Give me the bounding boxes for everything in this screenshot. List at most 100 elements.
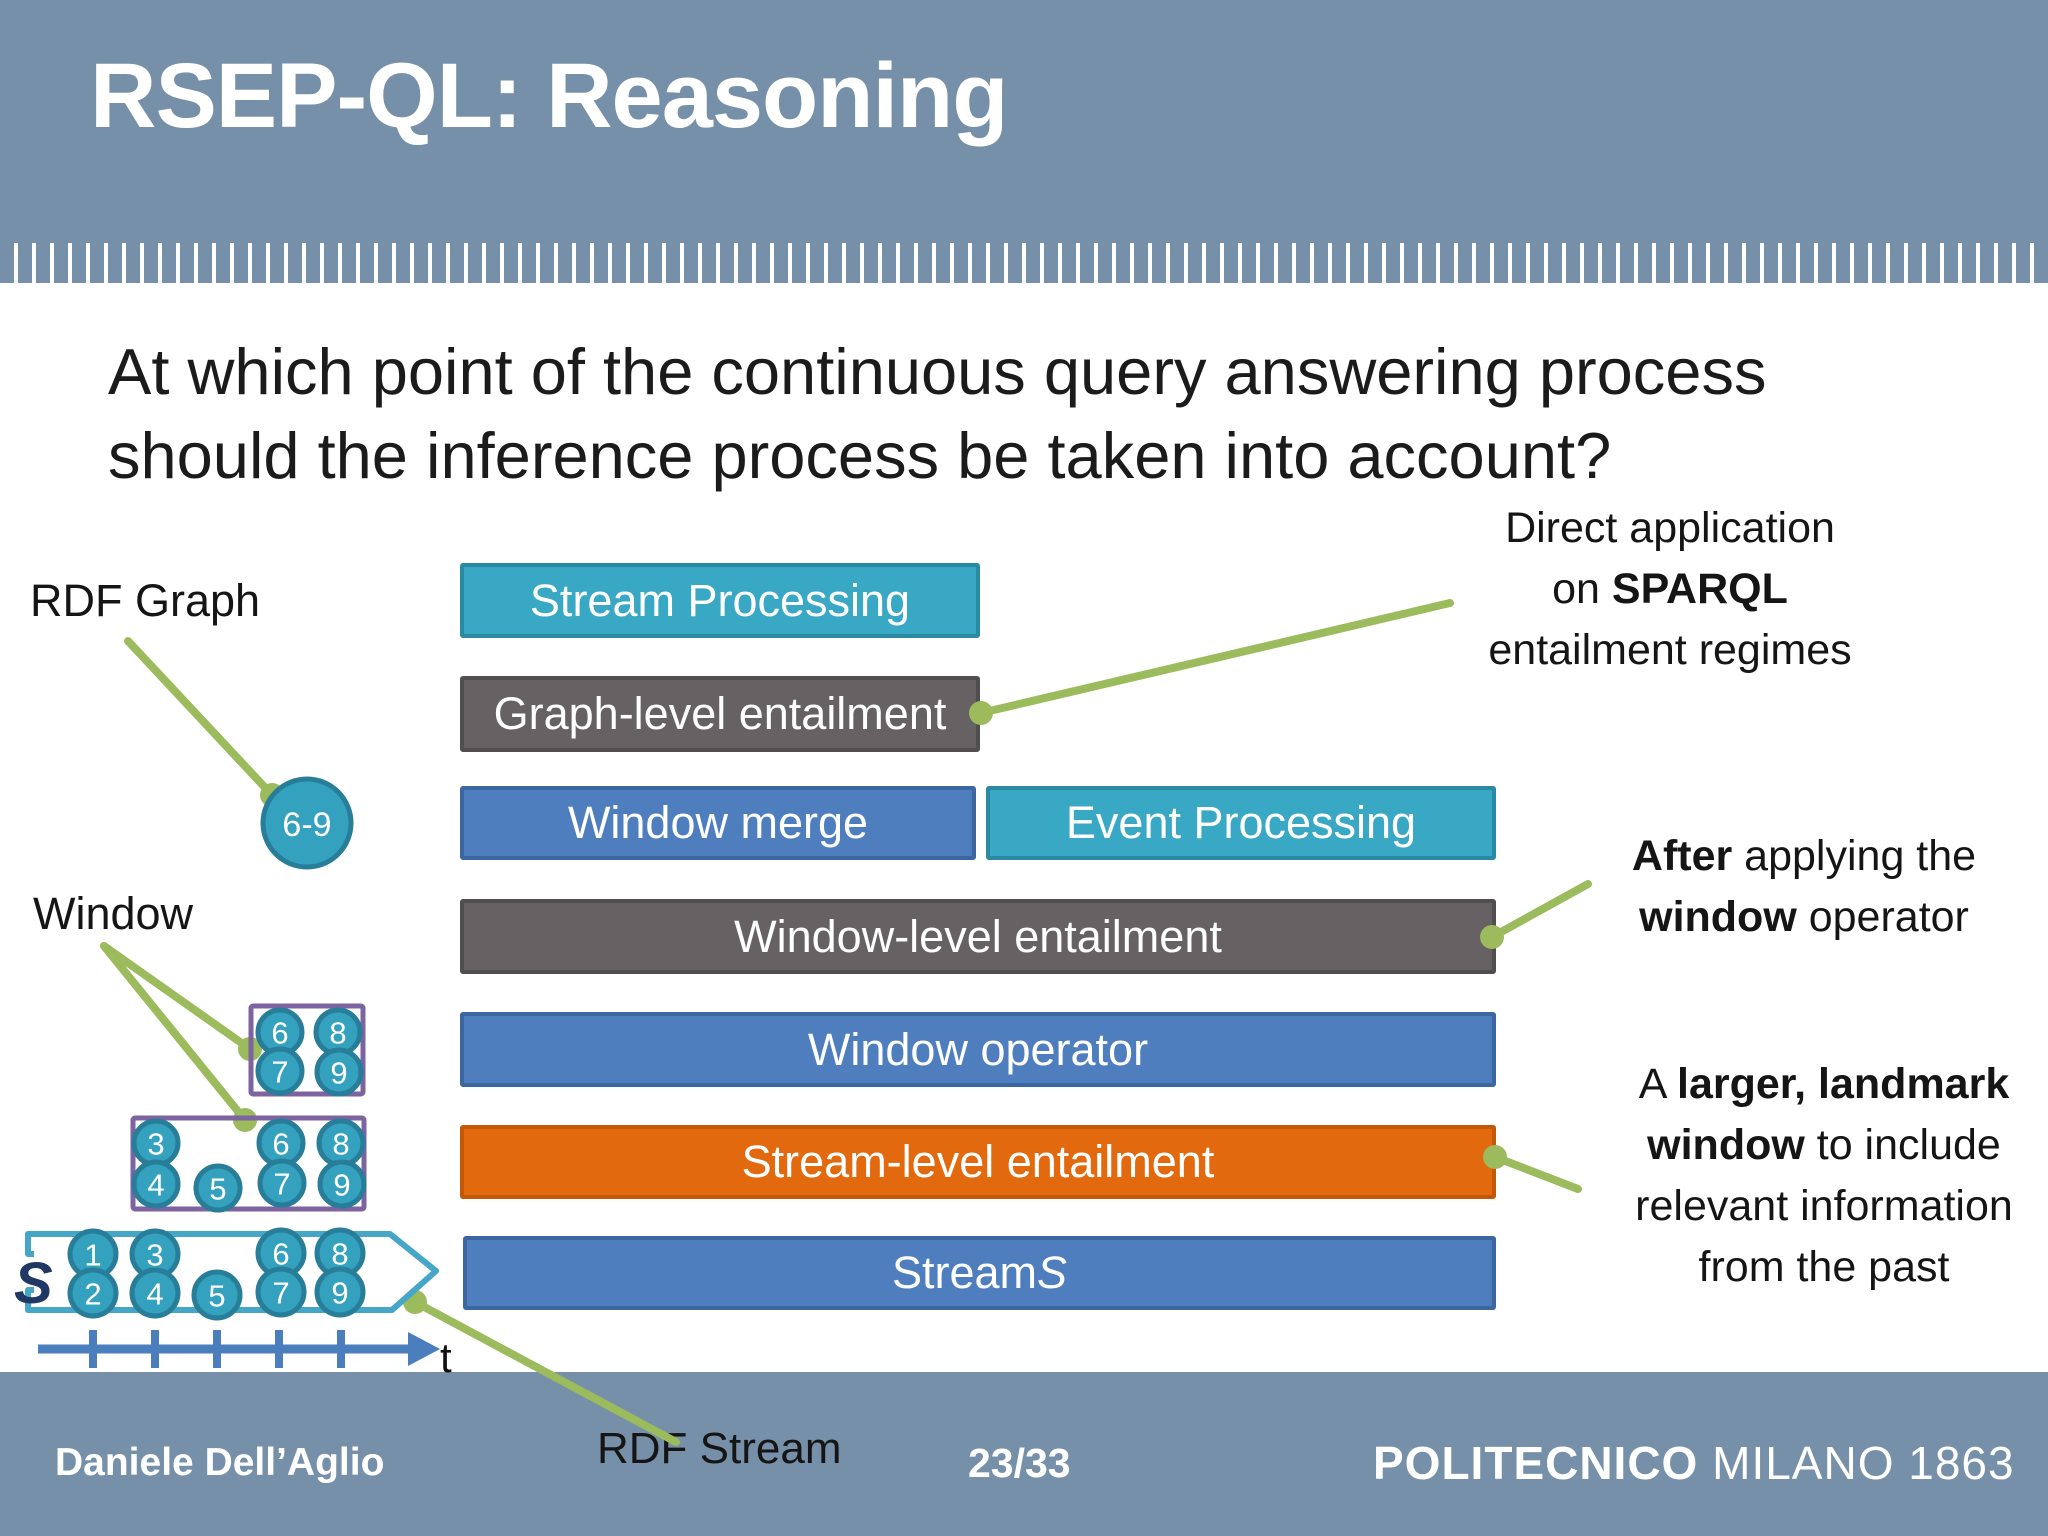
window1-node — [255, 1007, 305, 1057]
connector-window-1 — [100, 942, 254, 1053]
rdf-stream-label: RDF Stream — [597, 1424, 842, 1473]
annotation-after-line1: After applying the — [1560, 826, 2048, 887]
stream-node — [255, 1227, 307, 1279]
slide-header: RSEP-QL: Reasoning — [0, 0, 2048, 283]
annotation-direct-line1: Direct application — [1505, 504, 1835, 552]
event-processing-box: Event Processing — [986, 786, 1496, 860]
stream-level-entailment-box: Stream-level entailment — [460, 1125, 1496, 1199]
stream-s-variable: S — [1037, 1247, 1068, 1298]
stream-node-label: 7 — [272, 1276, 289, 1311]
logo-light-part: MILANO 1863 — [1698, 1437, 2015, 1489]
window1-node-label: 9 — [330, 1056, 347, 1091]
timeline-arrowhead — [408, 1332, 440, 1366]
window2-node-label: 9 — [333, 1168, 350, 1203]
window1-node-label: 8 — [329, 1016, 346, 1051]
window2-node-label: 3 — [147, 1127, 164, 1162]
question-text: At which point of the continuous query a… — [108, 330, 1958, 498]
window1-node-label: 7 — [271, 1055, 288, 1090]
footer-page-number: 23/33 — [968, 1440, 1071, 1486]
stream-node — [314, 1227, 366, 1279]
window2-node — [316, 1118, 366, 1168]
window2-node-label: 6 — [272, 1127, 289, 1162]
annotation-landmark-line2-rest: to include — [1804, 1121, 2001, 1169]
annotation-after-window: After applying the window operator — [1560, 826, 2048, 948]
slide-footer — [0, 1372, 2048, 1536]
annotation-direct-line2-pre: on — [1552, 565, 1612, 613]
stream-node-label: 9 — [331, 1276, 348, 1311]
stream-node — [67, 1267, 119, 1319]
stream-node-label: 5 — [208, 1279, 225, 1314]
stream-node-label: 1 — [84, 1238, 101, 1273]
question-line-2: should the inference process be taken in… — [108, 419, 1612, 492]
stream-node-label: 3 — [146, 1238, 163, 1273]
annotation-after-line1-bold: After — [1631, 832, 1733, 880]
annotation-landmark-line1-bold: larger, landmark — [1677, 1060, 2010, 1108]
window2-node-label: 8 — [332, 1127, 349, 1162]
connector-stream-entailment — [1491, 1153, 1582, 1193]
window-box-2 — [130, 1115, 367, 1212]
stream-node-label: 8 — [331, 1237, 348, 1272]
window2-node — [131, 1118, 181, 1168]
connector-window-2-dot — [233, 1108, 257, 1132]
annotation-after-line2-rest: operator — [1796, 893, 1969, 941]
window2-node — [131, 1159, 181, 1209]
window-label: Window — [33, 888, 194, 939]
annotation-landmark-line2-bold: window — [1647, 1121, 1805, 1169]
annotation-landmark-line3: relevant information — [1635, 1182, 2013, 1230]
logo-bold-part: POLITECNICO — [1373, 1437, 1699, 1489]
window2-node — [256, 1118, 306, 1168]
annotation-landmark-line2: window to include — [1600, 1115, 2048, 1176]
annotation-landmark-line1: A larger, landmark — [1600, 1054, 2048, 1115]
stream-node — [314, 1266, 366, 1318]
stream-s-box: Stream S — [463, 1236, 1496, 1310]
annotation-landmark-line1-pre: A — [1638, 1060, 1678, 1108]
annotation-after-line2: window operator — [1560, 887, 2048, 948]
rdf-graph-node-label: 6-9 — [282, 806, 331, 844]
stream-node — [191, 1269, 243, 1321]
connector-rdf-graph — [124, 637, 276, 799]
decorative-tick-band — [0, 243, 2048, 283]
window2-node-label: 7 — [273, 1167, 290, 1202]
rdf-graph-node-circle — [260, 776, 354, 870]
stream-node — [129, 1267, 181, 1319]
annotation-direct-line3: entailment regimes — [1488, 626, 1852, 674]
question-line-1: At which point of the continuous query a… — [108, 335, 1767, 408]
connector-window-2 — [100, 942, 249, 1124]
connector-window-1-dot — [238, 1037, 262, 1061]
window-merge-box: Window merge — [460, 786, 976, 860]
window-level-entailment-box: Window-level entailment — [460, 899, 1496, 974]
window-operator-box: Window operator — [460, 1012, 1496, 1087]
window2-node — [317, 1159, 367, 1209]
stream-symbol: S — [14, 1251, 53, 1316]
annotation-landmark-line4: from the past — [1698, 1243, 1950, 1291]
annotation-after-line2-bold: window — [1639, 893, 1797, 941]
window2-node-label: 5 — [209, 1172, 226, 1207]
annotation-direct-line2: on SPARQL — [1450, 559, 1890, 620]
stream-arrow-outline — [25, 1231, 439, 1313]
window2-node — [257, 1158, 307, 1208]
connector-rdf-graph-dot — [260, 783, 284, 807]
annotation-direct-application: Direct application on SPARQL entailment … — [1450, 498, 1890, 681]
footer-author: Daniele Dell’Aglio — [55, 1441, 385, 1484]
rdf-graph-label: RDF Graph — [30, 575, 261, 626]
stream-node — [255, 1266, 307, 1318]
stream-node-label: 4 — [146, 1277, 163, 1312]
stream-processing-box: Stream Processing — [460, 563, 980, 638]
window2-node-label: 4 — [147, 1168, 164, 1203]
graph-level-entailment-box: Graph-level entailment — [460, 676, 980, 752]
annotation-landmark-window: A larger, landmark window to include rel… — [1600, 1054, 2048, 1298]
stream-s-prefix: Stream — [891, 1247, 1038, 1298]
stream-node — [129, 1228, 181, 1280]
stream-node-label: 6 — [272, 1237, 289, 1272]
stream-node-label: 2 — [84, 1277, 101, 1312]
page-title: RSEP-QL: Reasoning — [90, 45, 1008, 147]
window2-node — [193, 1163, 243, 1213]
connector-graph-entailment — [977, 599, 1454, 717]
window1-node — [313, 1007, 363, 1057]
window1-node — [314, 1047, 364, 1097]
window1-node-label: 6 — [271, 1016, 288, 1051]
annotation-direct-line2-bold: SPARQL — [1611, 565, 1788, 613]
stream-node — [67, 1228, 119, 1280]
window1-node — [255, 1046, 305, 1096]
